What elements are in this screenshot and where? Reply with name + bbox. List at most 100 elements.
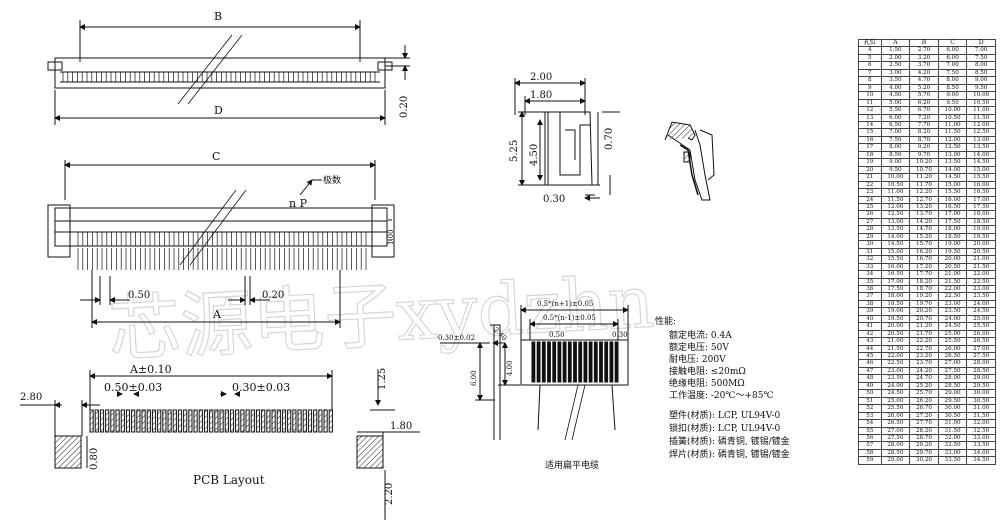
table-cell: 28.00 — [937, 374, 968, 383]
table-cell: 26.70 — [909, 404, 939, 413]
pcb-dim-220: 2.20 — [384, 483, 395, 505]
table-cell: 28.50 — [937, 381, 968, 391]
pcb-pad — [151, 409, 157, 433]
table-cell: 16.50 — [966, 188, 996, 197]
table-cell: 19.50 — [966, 232, 996, 242]
table-cell: 18.50 — [937, 232, 968, 242]
table-cell: 29.70 — [909, 448, 939, 458]
table-cell: 24.20 — [909, 366, 939, 376]
cable-conductor — [562, 341, 567, 383]
table-cell: 11.50 — [966, 113, 996, 123]
table-cell: 11.50 — [880, 195, 911, 205]
table-cell: 11 — [858, 98, 882, 108]
table-cell: 16.50 — [937, 202, 968, 212]
table-cell: 18.20 — [909, 277, 939, 286]
table-cell: 15.50 — [880, 255, 911, 264]
table-cell: 34.00 — [966, 448, 996, 458]
table-cell: 18.00 — [880, 292, 911, 301]
table-cell: 27.50 — [937, 366, 968, 376]
pcb-pad — [245, 409, 250, 433]
table-cell: 17.70 — [909, 270, 939, 279]
side-dim-200: 2.00 — [530, 72, 552, 83]
table-cell: 24.50 — [937, 322, 968, 331]
table-cell: 8.70 — [909, 135, 939, 145]
cable-dim-mid: 0.5*(n-1)±0.05 — [543, 314, 596, 322]
table-cell: 23.20 — [909, 351, 939, 361]
front-dim-pitch: 0.50 — [128, 290, 150, 301]
table-header-row: 孔位 A B C D — [858, 38, 996, 48]
pcb-dim-pad: 0.30±0.03 — [232, 381, 290, 394]
table-cell: 5.70 — [909, 91, 939, 100]
table-cell: 21.50 — [880, 344, 911, 354]
pcb-layout — [20, 370, 420, 520]
table-cell: 4.00 — [880, 83, 911, 93]
table-cell: 24.50 — [880, 389, 911, 398]
table-cell: 7.20 — [909, 113, 939, 123]
cable-conductor — [578, 341, 583, 383]
pcb-pad — [131, 409, 136, 433]
cable-dim-050: 0.50 — [549, 331, 565, 339]
table-cell: 10.00 — [937, 106, 968, 115]
table-cell: 22 — [858, 180, 882, 190]
table-cell: 25.50 — [937, 337, 968, 346]
table-cell: 51 — [858, 396, 882, 406]
top-dim-020: 0.20 — [399, 96, 410, 118]
pcb-pad — [328, 409, 333, 433]
header-b: B — [909, 38, 939, 48]
pcb-pad — [115, 409, 120, 433]
header-pins: 孔位 — [858, 38, 882, 48]
table-cell: 5.50 — [880, 106, 911, 115]
properties: 性能: 额定电流: 0.4A 额定电压: 50V 耐电压: 200V 接触电阻:… — [655, 315, 790, 460]
pcb-pad — [146, 409, 151, 433]
cable-dim-030: 0.30 — [612, 331, 628, 339]
table-cell: 28.00 — [966, 359, 996, 368]
table-cell: 32.00 — [966, 419, 996, 428]
pcb-pad — [214, 409, 219, 433]
cable-conductor — [573, 341, 577, 383]
table-cell: 44 — [858, 344, 882, 354]
header-c: C — [937, 38, 968, 48]
table-cell: 11.20 — [909, 173, 939, 182]
side-view — [514, 78, 620, 201]
table-cell: 20.70 — [909, 314, 939, 324]
table-cell: 19.00 — [880, 307, 911, 316]
table-cell: 37 — [858, 292, 882, 301]
cable-conductor — [531, 341, 536, 383]
table-cell: 8.00 — [880, 143, 911, 152]
pcb-pad — [94, 409, 99, 433]
cable-conductor — [583, 341, 588, 383]
table-cell: 27.00 — [880, 426, 911, 436]
table-cell: 25.70 — [909, 389, 939, 398]
table-cell: 21.00 — [966, 255, 996, 264]
material-line: 塑件(材质): LCP, UL94V-0 — [669, 409, 780, 421]
table-cell: 23.00 — [966, 284, 996, 294]
pcb-pad — [266, 409, 271, 433]
pcb-pad — [302, 409, 307, 433]
table-cell: 26 — [858, 210, 882, 219]
table-cell: 23.70 — [909, 359, 939, 368]
table-cell: 17 — [858, 143, 882, 152]
material-line: 焊片(材质): 磷青铜, 镀锡/镀金 — [669, 448, 790, 460]
table-cell: 27.50 — [880, 433, 911, 443]
pcb-pad — [219, 409, 224, 433]
table-cell: 46 — [858, 359, 882, 368]
table-cell: 59 — [858, 456, 882, 465]
table-cell: 29.00 — [937, 389, 968, 398]
table-cell: 13.00 — [880, 217, 911, 227]
table-cell: 24 — [858, 195, 882, 205]
header-a: A — [880, 38, 911, 48]
pcb-pad — [235, 409, 240, 433]
